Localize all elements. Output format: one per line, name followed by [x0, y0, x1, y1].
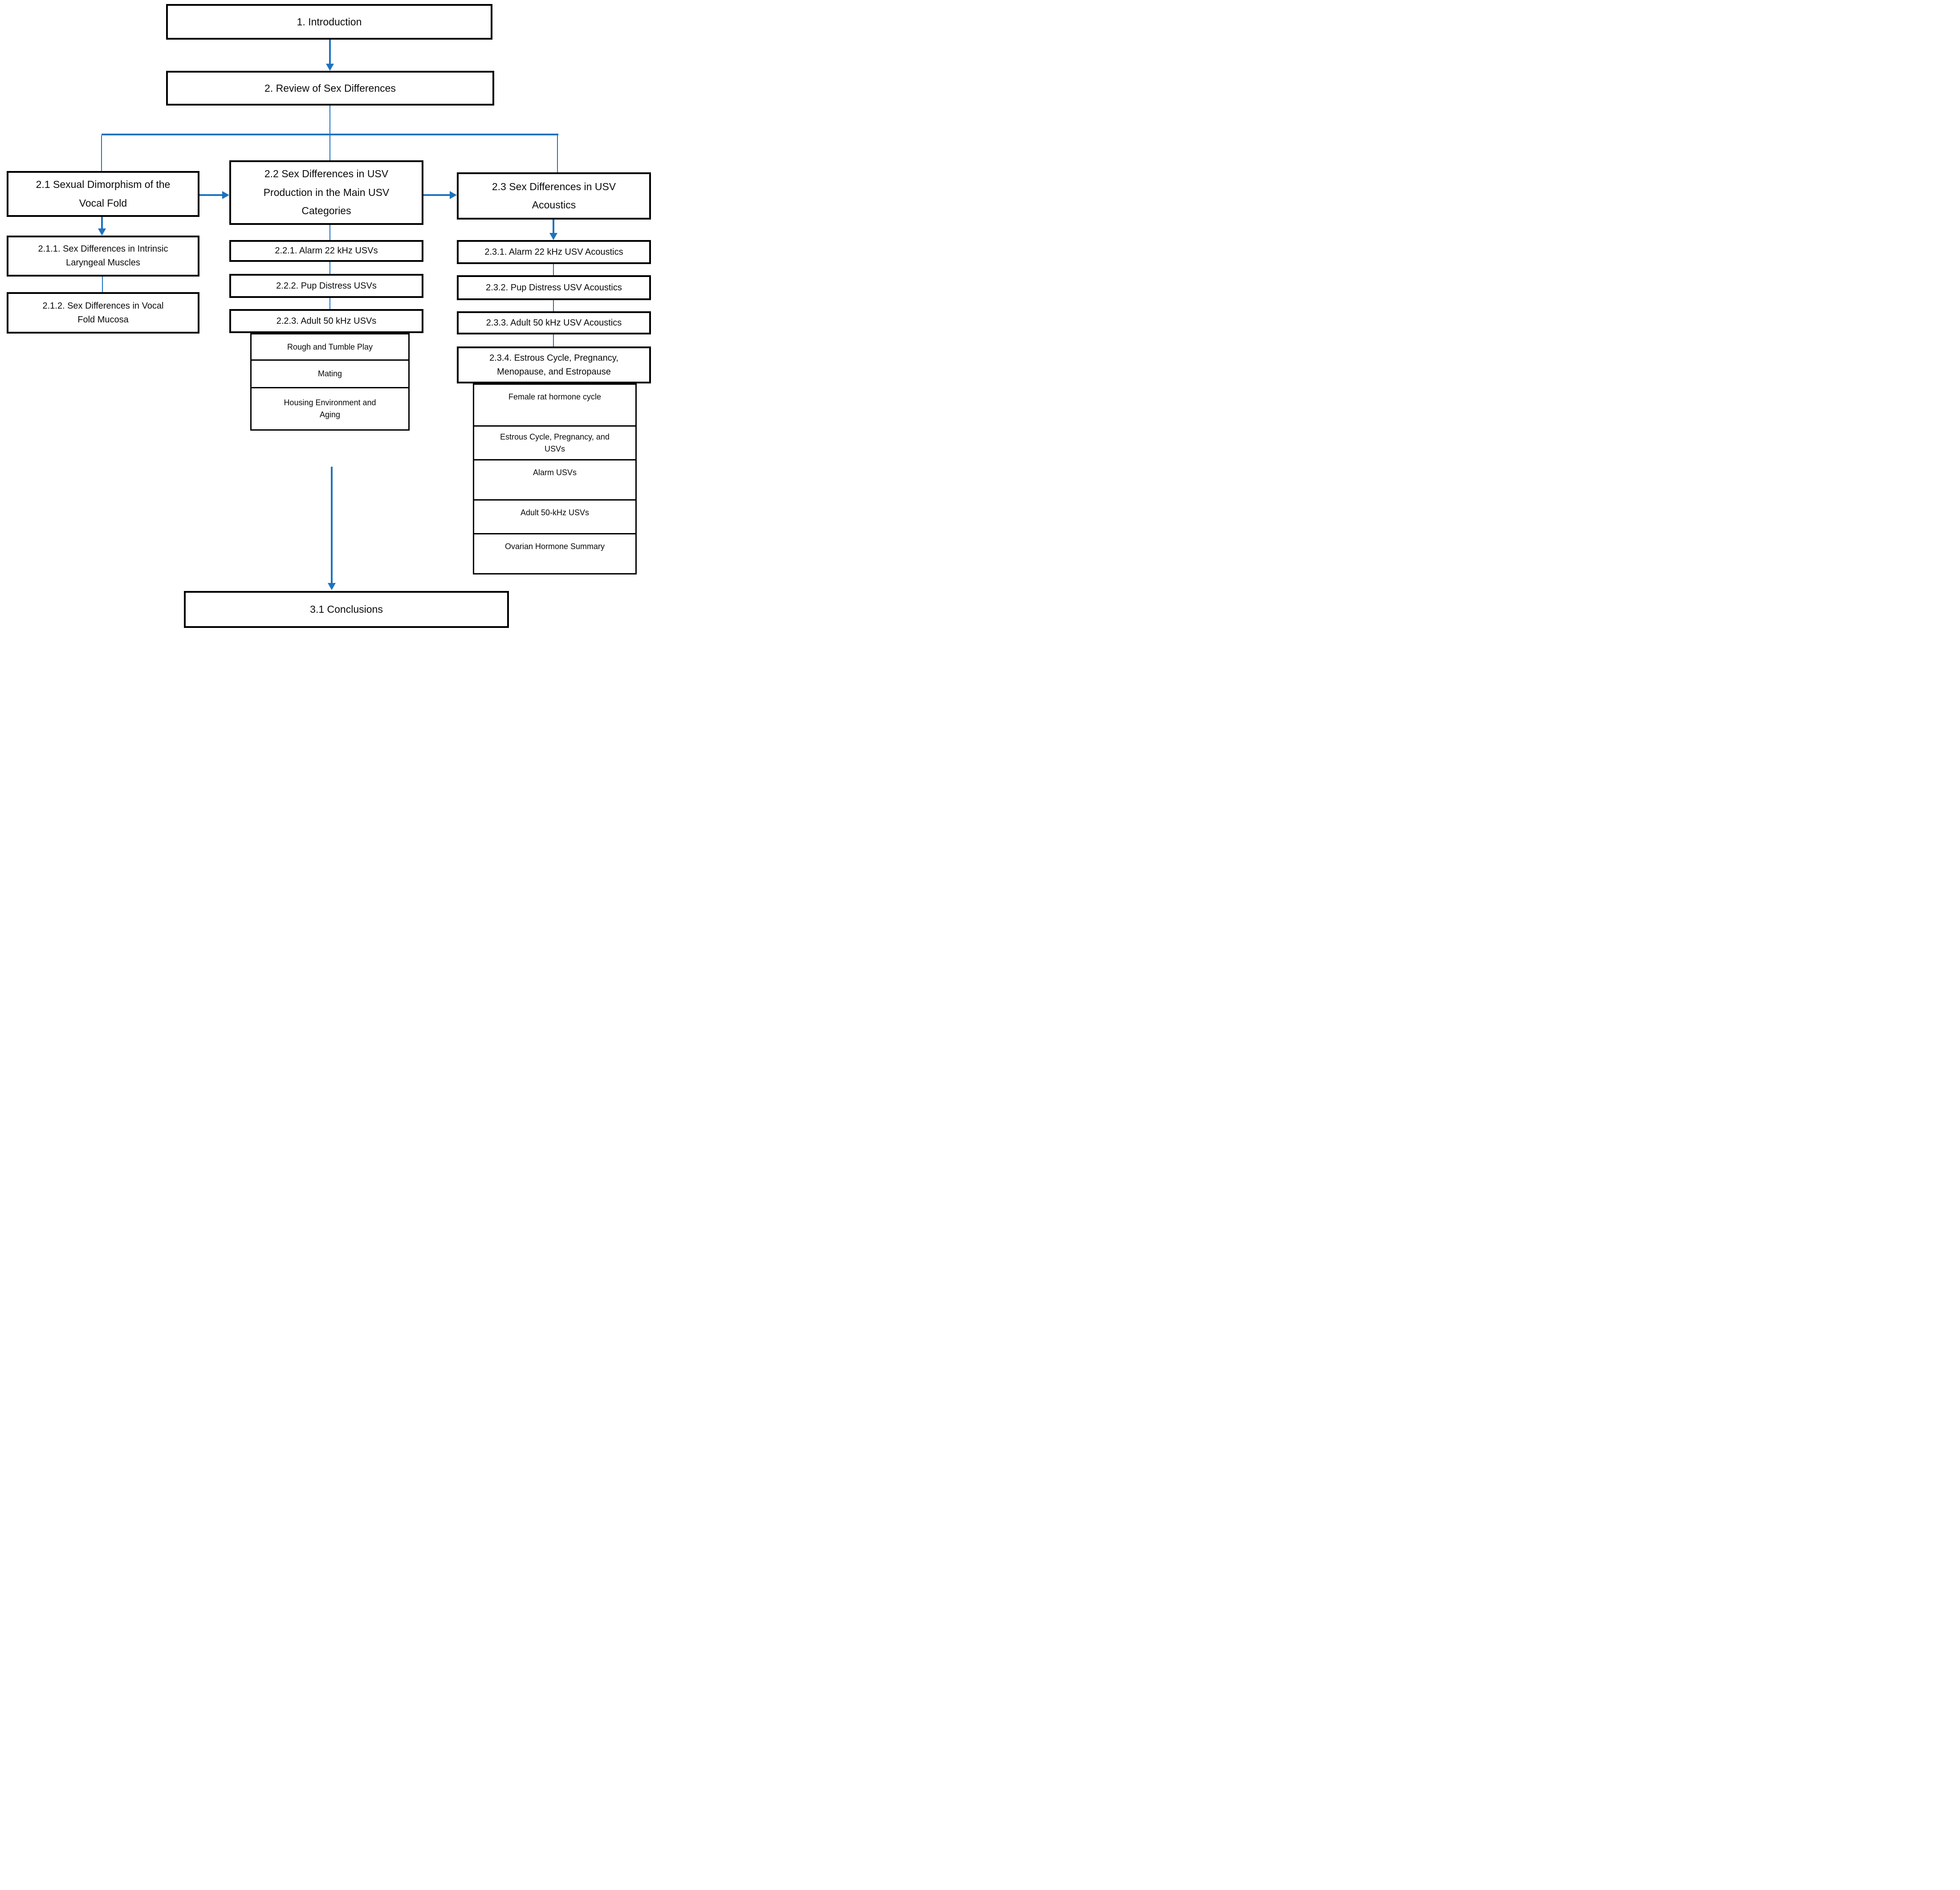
line-22-221: [329, 225, 330, 240]
node-2-3-4: 2.3.4. Estrous Cycle, Pregnancy, Menopau…: [457, 346, 651, 383]
node-rough-tumble-play: Rough and Tumble Play: [250, 333, 410, 361]
line-branch-middle: [329, 135, 330, 160]
node-2-3-2: 2.3.2. Pup Distress USV Acoustics: [457, 275, 651, 300]
node-2-1-2: 2.1.2. Sex Differences in Vocal Fold Muc…: [7, 292, 199, 334]
arrow-22-23-head: [450, 191, 457, 199]
node-review: 2. Review of Sex Differences: [166, 71, 494, 106]
flowchart-canvas: 1. Introduction 2. Review of Sex Differe…: [0, 0, 653, 630]
node-2-3-1: 2.3.1. Alarm 22 kHz USV Acoustics: [457, 240, 651, 264]
line-211-212: [102, 277, 103, 292]
line-222-223: [329, 298, 330, 309]
arrow-21-211-shaft: [101, 217, 103, 229]
arrow-conclusions-shaft: [331, 467, 333, 584]
arrow-21-22-head: [222, 191, 229, 199]
node-2-2-2: 2.2.2. Pup Distress USVs: [229, 274, 423, 298]
arrow-22-23-shaft: [423, 194, 450, 196]
line-branch-right: [557, 135, 558, 172]
node-2-2: 2.2 Sex Differences in USV Production in…: [229, 160, 423, 225]
node-adult-50khz-usvs: Adult 50-kHz USVs: [473, 499, 637, 534]
arrow-23-231-head: [549, 233, 557, 240]
line-232-233: [553, 300, 554, 311]
arrow-conclusions-head: [328, 583, 336, 590]
node-alarm-usvs: Alarm USVs: [473, 459, 637, 501]
node-housing-environment-aging: Housing Environment and Aging: [250, 387, 410, 431]
line-221-222: [329, 262, 330, 274]
line-branch-bar: [102, 134, 558, 135]
node-2-2-1: 2.2.1. Alarm 22 kHz USVs: [229, 240, 423, 262]
node-estrous-cycle-pregnancy-usvs: Estrous Cycle, Pregnancy, and USVs: [473, 425, 637, 460]
node-2-3-3: 2.3.3. Adult 50 kHz USV Acoustics: [457, 311, 651, 334]
line-review-stem: [329, 106, 330, 134]
node-2-3: 2.3 Sex Differences in USV Acoustics: [457, 172, 651, 220]
node-introduction: 1. Introduction: [166, 4, 492, 40]
arrow-23-231-shaft: [553, 220, 554, 234]
line-233-234: [553, 334, 554, 346]
line-231-232: [553, 264, 554, 275]
node-2-1: 2.1 Sexual Dimorphism of the Vocal Fold: [7, 171, 199, 217]
node-2-2-3: 2.2.3. Adult 50 kHz USVs: [229, 309, 423, 333]
node-2-1-1: 2.1.1. Sex Differences in Intrinsic Lary…: [7, 236, 199, 277]
node-conclusions: 3.1 Conclusions: [184, 591, 509, 628]
node-ovarian-hormone-summary: Ovarian Hormone Summary: [473, 533, 637, 574]
line-branch-left: [101, 135, 102, 171]
arrow-intro-review-shaft: [329, 40, 331, 65]
arrow-21-22-shaft: [199, 194, 223, 196]
arrow-21-211-head: [98, 228, 106, 236]
arrow-intro-review-head: [326, 64, 334, 71]
node-mating: Mating: [250, 359, 410, 388]
node-female-rat-hormone-cycle: Female rat hormone cycle: [473, 383, 637, 427]
